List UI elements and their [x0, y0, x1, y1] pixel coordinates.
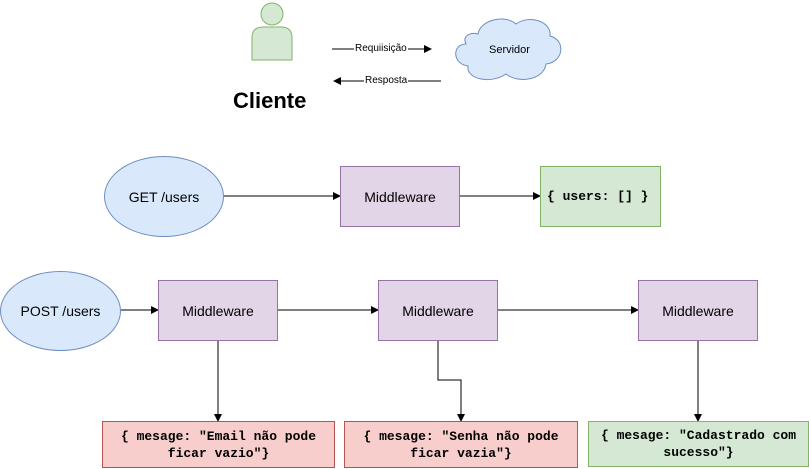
- post-middleware-2: Middleware: [378, 280, 498, 341]
- server-label: Servidor: [489, 44, 530, 56]
- post-result-success: { mesage: "Cadastrado com sucesso"}: [588, 421, 809, 467]
- post-down-edge-2: [437, 341, 465, 422]
- actor-label: Cliente: [233, 88, 307, 113]
- get-middleware: Middleware: [340, 166, 460, 227]
- server-cloud-icon: [455, 18, 562, 81]
- post-middleware-1: Middleware: [158, 280, 278, 341]
- post-users-route: POST /users: [0, 271, 121, 351]
- actor-icon: [251, 2, 293, 61]
- post-result-email-error: { mesage: "Email não pode ficar vazio"}: [102, 421, 335, 468]
- post-middleware-3: Middleware: [638, 280, 758, 341]
- post-result-password-error: { mesage: "Senha não pode ficar vazia"}: [344, 421, 578, 468]
- response-label: Resposta: [364, 75, 409, 87]
- get-result-users: { users: [] }: [540, 166, 661, 227]
- get-users-route: GET /users: [104, 156, 224, 237]
- request-label: Requiisição: [354, 43, 408, 55]
